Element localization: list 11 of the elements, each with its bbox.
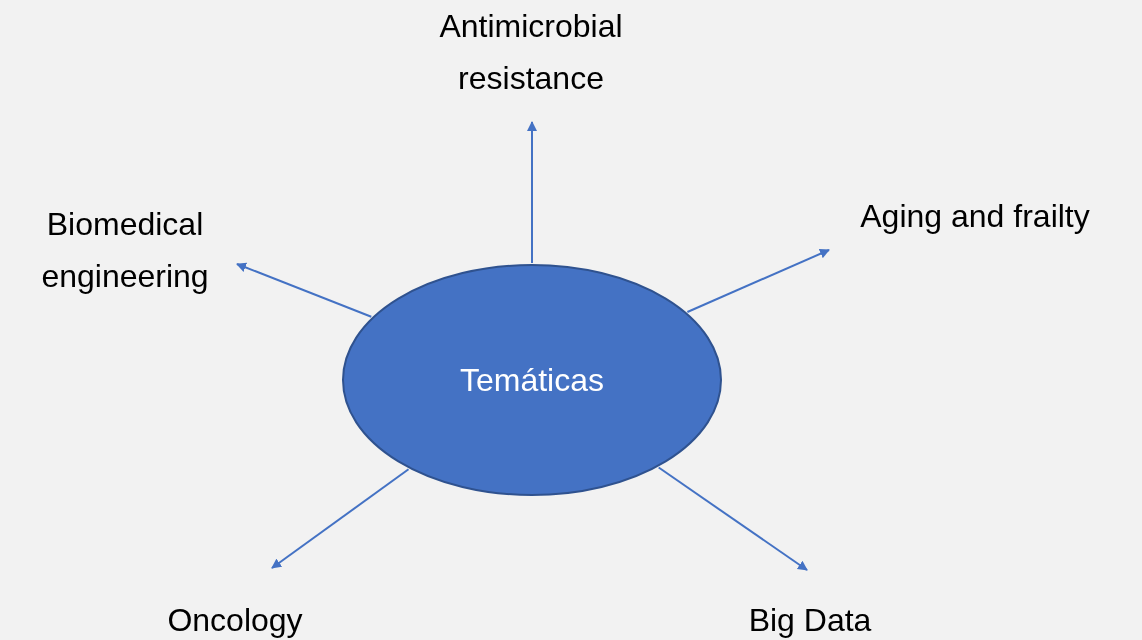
arrow <box>686 249 830 313</box>
arrow <box>236 262 373 318</box>
arrow <box>527 121 537 264</box>
topic-label: Antimicrobial resistance <box>438 7 624 98</box>
topic-label: Oncology <box>167 601 303 640</box>
topic-label: Aging and frailty <box>860 197 1090 236</box>
arrow <box>271 468 410 569</box>
central-topic-label: Temáticas <box>459 361 604 400</box>
arrow <box>657 466 808 571</box>
topic-label: Biomedical engineering <box>40 205 210 296</box>
topic-label: Big Data <box>748 601 872 640</box>
